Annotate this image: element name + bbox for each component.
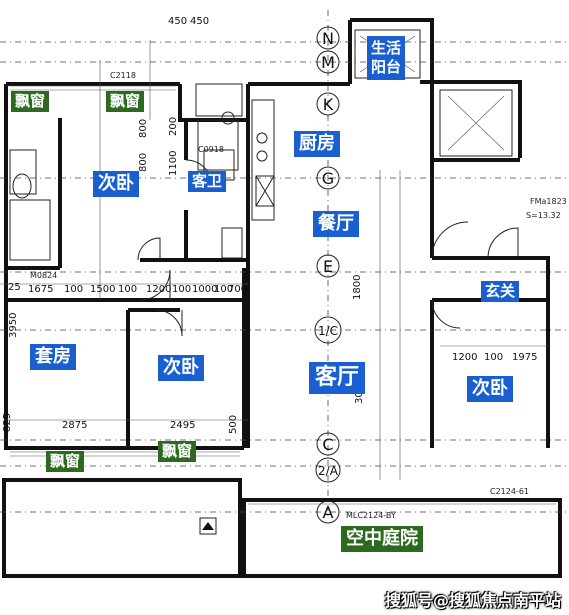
dim-right-1200: 1200 bbox=[452, 352, 477, 363]
room-label-bay-window-bottom-left: 飘窗 bbox=[46, 451, 85, 472]
axis-marker-m bbox=[316, 50, 340, 74]
dim-2875: 2875 bbox=[62, 420, 87, 431]
door-swings bbox=[137, 159, 519, 337]
door-code: FMa1823 bbox=[530, 197, 567, 206]
room-label-bedroom-top-left: 次卧 bbox=[93, 171, 139, 197]
courtyard-right-code: C2124-61 bbox=[490, 487, 529, 496]
dim-1000: 1000 bbox=[192, 284, 217, 295]
door-code-m0824: M0824 bbox=[30, 271, 57, 280]
bath-window-code: C0918 bbox=[198, 145, 224, 154]
dim-1800: 1800 bbox=[352, 275, 363, 300]
room-label-bay-window-top-left: 飘窗 bbox=[11, 91, 50, 112]
dim-800-a: 800 bbox=[138, 119, 149, 138]
room-label-foyer: 玄关 bbox=[481, 281, 520, 302]
watermark: 搜狐号@搜狐焦点南平站 bbox=[384, 591, 561, 610]
axis-label-c: C bbox=[322, 435, 333, 454]
axis-marker-n bbox=[316, 26, 340, 50]
fixtures bbox=[9, 29, 513, 261]
dimension-labels: 450 450 1675 100 1500 100 1200 100 1000 … bbox=[2, 16, 537, 434]
axis-label-a: A bbox=[323, 503, 334, 522]
dim-100-a: 100 bbox=[64, 284, 83, 295]
dim-1200: 1200 bbox=[146, 284, 171, 295]
room-label-bedroom-right: 次卧 bbox=[467, 376, 513, 402]
dim-top-450-a: 450 bbox=[168, 16, 187, 27]
dim-100-b: 100 bbox=[118, 284, 137, 295]
dim-right-1975: 1975 bbox=[512, 352, 537, 363]
axis-marker-2a bbox=[315, 457, 341, 483]
axis-label-m: M bbox=[321, 53, 335, 72]
room-label-dining-room: 餐厅 bbox=[313, 211, 359, 237]
dim-100-d: 100 bbox=[214, 284, 233, 295]
dim-1500: 1500 bbox=[90, 284, 115, 295]
room-label-bedroom-bottom-mid: 次卧 bbox=[158, 355, 204, 381]
room-label-service-balcony: 生活 阳台 bbox=[367, 36, 406, 80]
axis-label-2a: 2/A bbox=[318, 464, 339, 478]
axis-marker-1c bbox=[314, 316, 342, 344]
axis-label-e: E bbox=[323, 257, 333, 276]
dim-1675: 1675 bbox=[28, 284, 53, 295]
window-strips bbox=[10, 85, 556, 505]
room-label-bay-window-top-mid: 飘窗 bbox=[106, 91, 145, 112]
dim-right-100: 100 bbox=[484, 352, 503, 363]
dim-1100: 1100 bbox=[168, 151, 179, 176]
axis-lines bbox=[0, 10, 569, 520]
axis-marker-g bbox=[316, 166, 340, 190]
axis-label-n: N bbox=[322, 29, 334, 48]
room-label-suite: 套房 bbox=[30, 344, 76, 370]
room-label-living-room: 客厅 bbox=[309, 362, 366, 394]
axis-marker-e bbox=[316, 254, 340, 278]
axis-marker-c bbox=[316, 432, 340, 456]
dim-200: 200 bbox=[168, 117, 179, 136]
annotations: S=13.32 FMa1823 C2118 C0918 M0824 MLC212… bbox=[30, 71, 567, 520]
dim-800-b: 800 bbox=[138, 153, 149, 172]
room-label-bay-window-bottom-mid: 飘窗 bbox=[158, 441, 197, 462]
window-code: C2118 bbox=[110, 71, 136, 80]
dim-3950: 3950 bbox=[8, 313, 19, 338]
area-note: S=13.32 bbox=[526, 211, 561, 220]
dim-825: 825 bbox=[2, 413, 13, 432]
axis-markers: N M K G E 1/C C 2/A A bbox=[314, 26, 342, 524]
axis-label-g: G bbox=[322, 169, 334, 188]
triangle-icon bbox=[199, 517, 217, 535]
axis-label-k: K bbox=[323, 95, 334, 114]
dim-2495: 2495 bbox=[170, 420, 195, 431]
dim-500: 500 bbox=[228, 415, 239, 434]
axis-marker-k bbox=[316, 92, 340, 116]
axis-marker-a bbox=[316, 500, 340, 524]
axis-label-1c: 1/C bbox=[318, 324, 338, 338]
room-label-guest-bath: 客卫 bbox=[188, 171, 227, 192]
dim-700: 700 bbox=[228, 284, 247, 295]
room-label-sky-courtyard: 空中庭院 bbox=[341, 526, 423, 552]
room-label-kitchen: 厨房 bbox=[294, 131, 340, 157]
dim-100-c: 100 bbox=[172, 284, 191, 295]
courtyard-window-code: MLC2124-BY bbox=[346, 511, 396, 520]
dim-25: 25 bbox=[8, 282, 21, 293]
dim-top-450-b: 450 bbox=[190, 16, 209, 27]
